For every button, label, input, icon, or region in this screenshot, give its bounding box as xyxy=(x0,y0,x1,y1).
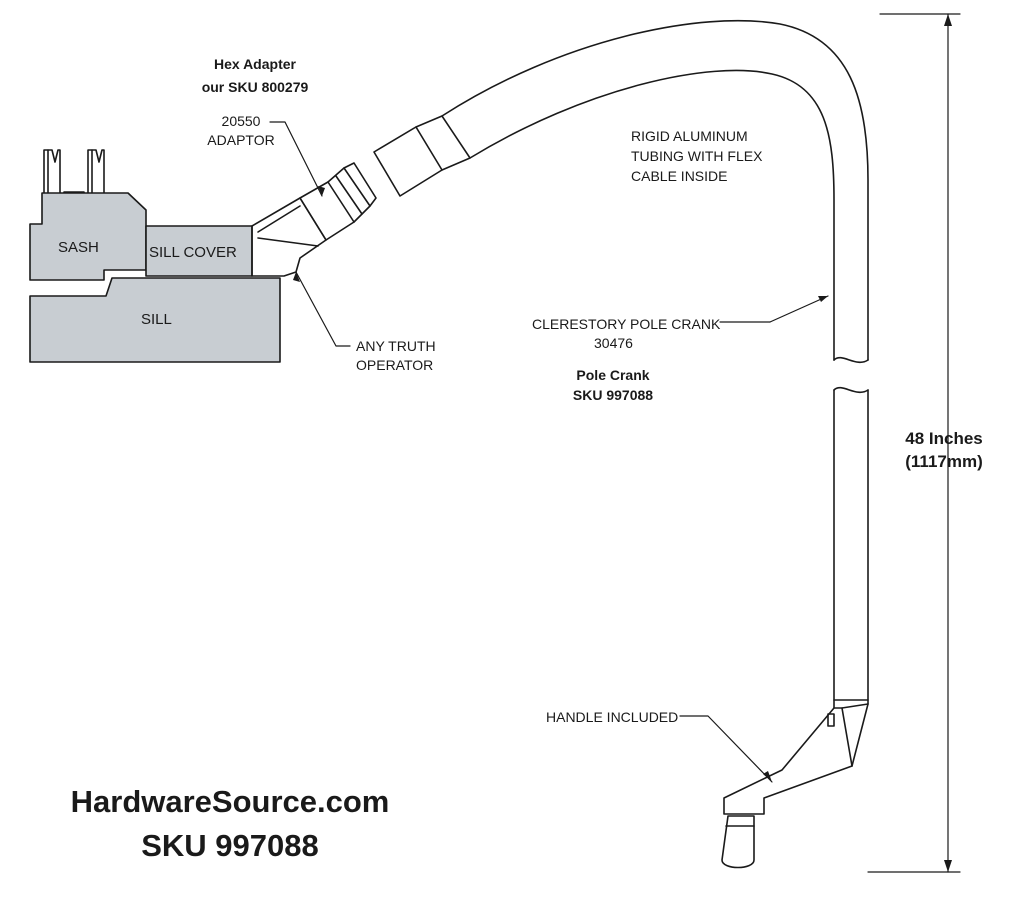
brand-site: HardwareSource.com xyxy=(70,784,390,819)
crank-callout-number: 30476 xyxy=(594,335,633,351)
dimension-line xyxy=(867,13,961,873)
handle-callout-label: HANDLE INCLUDED xyxy=(546,709,679,725)
adaptor-number: 20550 xyxy=(221,113,261,129)
sill-label: SILL xyxy=(141,311,172,328)
crank-callout-label: CLERESTORY POLE CRANK xyxy=(532,316,721,332)
tubing-note-line3: CABLE INSIDE xyxy=(631,168,728,184)
operator-label-line1: ANY TRUTH xyxy=(356,338,436,354)
pole-crank-sku: SKU 997088 xyxy=(572,387,654,403)
sill-shape xyxy=(29,277,281,363)
tube-shape xyxy=(441,19,869,709)
handle-shape xyxy=(721,703,869,869)
tubing-note-line2: TUBING WITH FLEX xyxy=(631,148,763,164)
crank-sleeve xyxy=(373,126,443,197)
dimension-mm: (1117mm) xyxy=(905,452,983,471)
operator-label-line2: OPERATOR xyxy=(356,357,434,373)
pole-crank-title: Pole Crank xyxy=(576,367,650,383)
dimension-inches: 48 Inches xyxy=(905,429,983,448)
tubing-note-line1: RIGID ALUMINUM xyxy=(631,128,748,144)
sash-shape xyxy=(29,192,147,281)
adaptor-label: ADAPTOR xyxy=(207,132,275,148)
sash-label: SASH xyxy=(58,239,99,256)
brand-sku: SKU 997088 xyxy=(141,828,319,863)
operator-shape xyxy=(251,197,327,277)
leader-lines xyxy=(269,121,829,783)
hex-adapter-title: Hex Adapter xyxy=(214,56,296,72)
hex-adapter-sku: our SKU 800279 xyxy=(201,79,309,95)
sill-cover-label: SILL COVER xyxy=(149,244,237,261)
